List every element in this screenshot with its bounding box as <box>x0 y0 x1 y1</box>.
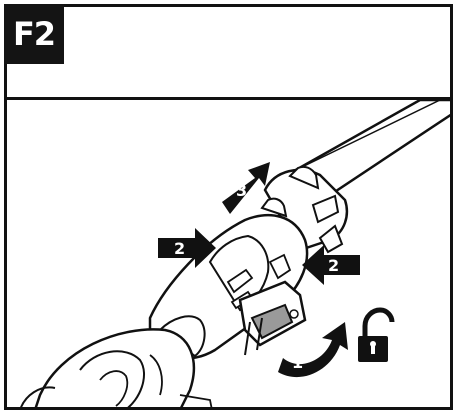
latch-block <box>238 280 307 356</box>
step-2-left-label: 2 <box>174 239 185 258</box>
open-padlock-icon <box>358 307 395 362</box>
arrow-step-3: 3 <box>222 162 270 214</box>
arrow-step-2-right: 2 <box>302 245 360 285</box>
step-3-label: 3 <box>236 181 247 200</box>
step-2-right-label: 2 <box>328 256 339 275</box>
arrow-step-2-left: 2 <box>158 228 216 268</box>
figure-frame <box>4 4 453 410</box>
arrow-step-1: 1 <box>278 322 348 378</box>
figure-header-band <box>4 4 453 100</box>
figure-label: F2 <box>4 4 64 64</box>
release-collar <box>260 165 349 254</box>
tool-illustration <box>20 100 450 407</box>
step-1-label: 1 <box>292 353 303 372</box>
motor-housing <box>20 328 213 407</box>
